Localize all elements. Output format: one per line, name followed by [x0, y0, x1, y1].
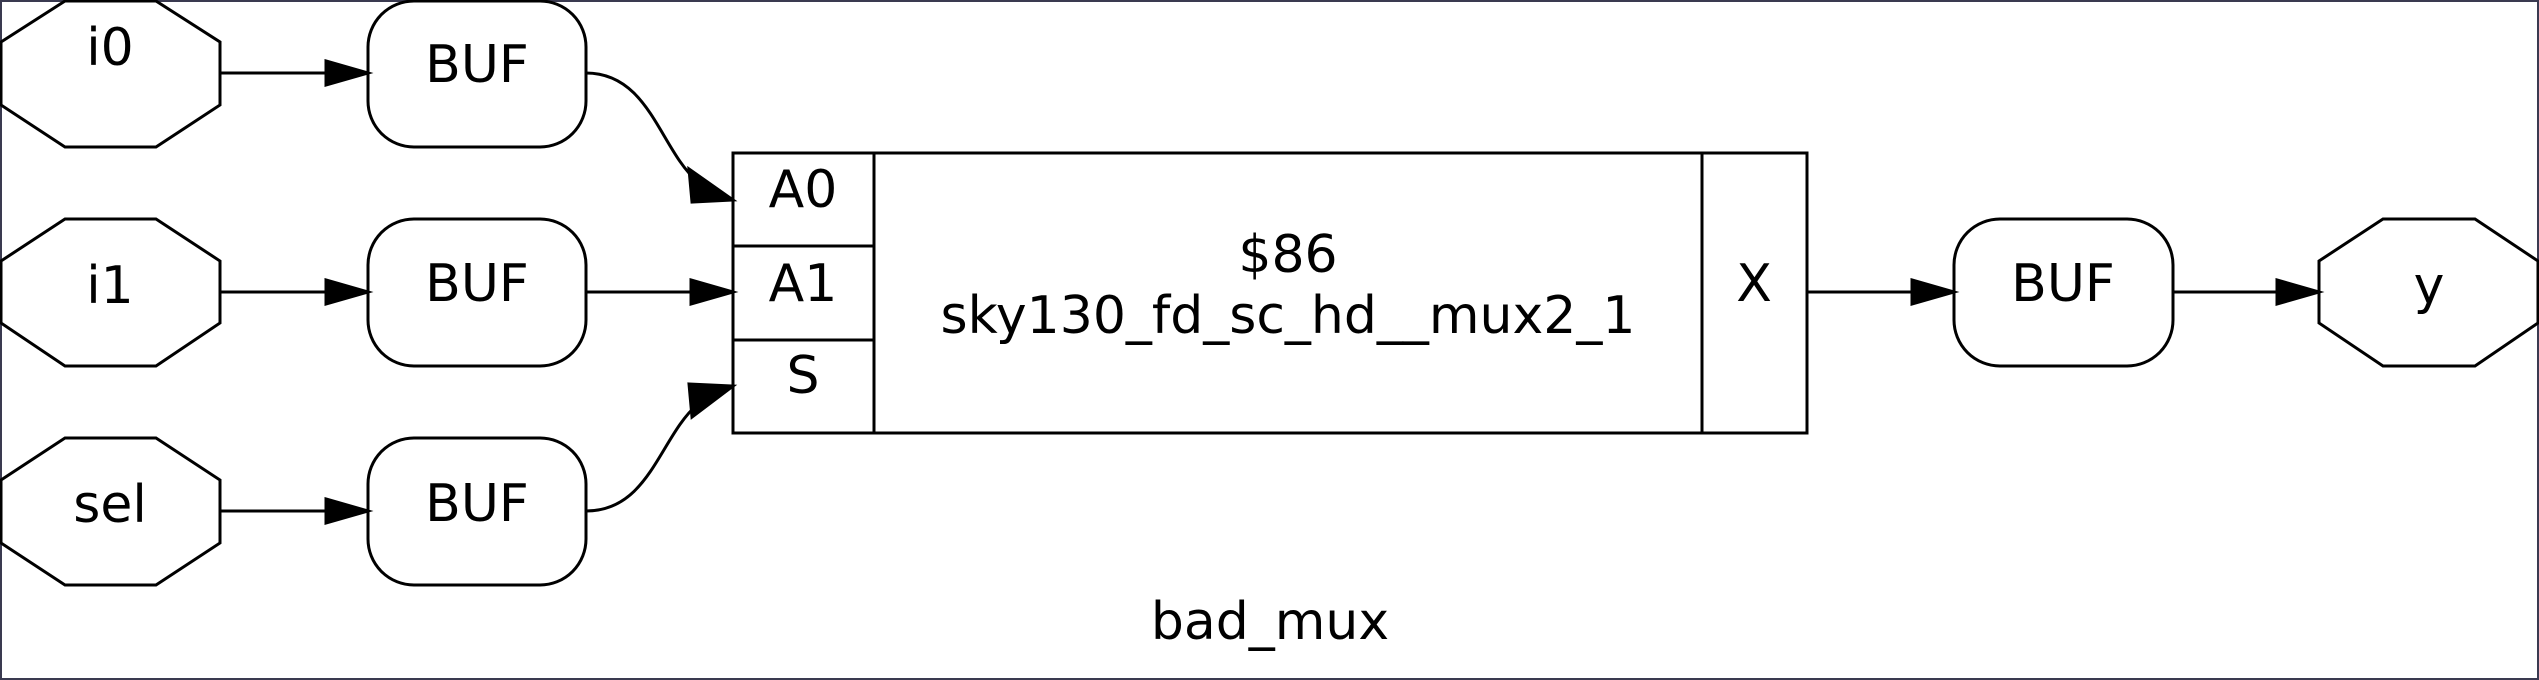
port-sel-label: sel: [73, 475, 147, 535]
diagram-title: bad_mux: [1151, 592, 1389, 652]
arrow-head: [324, 59, 374, 87]
buffer-i1: BUF: [366, 217, 588, 368]
arrow-head: [689, 278, 739, 306]
mux-pin-s: S: [786, 346, 819, 406]
arrow-head: [2275, 278, 2325, 306]
mux-cell-id: $86: [1238, 225, 1337, 285]
mux-pin-a0: A0: [769, 160, 838, 220]
wire-buf-i0-to-a0: [585, 71, 738, 204]
wire-buf-to-y: [2173, 278, 2325, 306]
port-y-label: y: [2414, 256, 2445, 316]
wire-buf-sel-to-s: [585, 382, 738, 513]
wire-buf-i1-to-a1: [586, 278, 739, 306]
buffer-i0: BUF: [366, 0, 588, 149]
arrow-head: [687, 165, 738, 204]
port-i1-label: i1: [86, 256, 134, 316]
buffer-i1-label: BUF: [425, 254, 529, 314]
buffer-i0-label: BUF: [425, 35, 529, 95]
arrow-head: [324, 278, 374, 306]
port-y: y: [2317, 217, 2539, 368]
mux-pin-a1: A1: [769, 254, 838, 314]
wire-i1-to-buf: [220, 278, 374, 306]
port-sel: sel: [0, 436, 222, 587]
arrow-head: [687, 382, 738, 420]
buffer-sel: BUF: [366, 436, 588, 587]
buffer-y: BUF: [1952, 217, 2175, 368]
port-i0-label: i0: [86, 18, 134, 78]
mux-pin-x: X: [1736, 254, 1772, 314]
buffer-y-label: BUF: [2011, 254, 2115, 314]
buffer-sel-label: BUF: [425, 474, 529, 534]
port-i1: i1: [0, 217, 222, 368]
mux-cell: A0 A1 S $86 sky130_fd_sc_hd__mux2_1 X: [731, 151, 1809, 435]
port-i0: i0: [0, 0, 222, 149]
mux-cell-type: sky130_fd_sc_hd__mux2_1: [941, 286, 1636, 346]
arrow-head: [324, 497, 374, 525]
wire-sel-to-buf: [220, 497, 374, 525]
wire-i0-to-buf: [220, 59, 374, 87]
wire-x-to-buf: [1807, 278, 1960, 306]
arrow-head: [1910, 278, 1960, 306]
